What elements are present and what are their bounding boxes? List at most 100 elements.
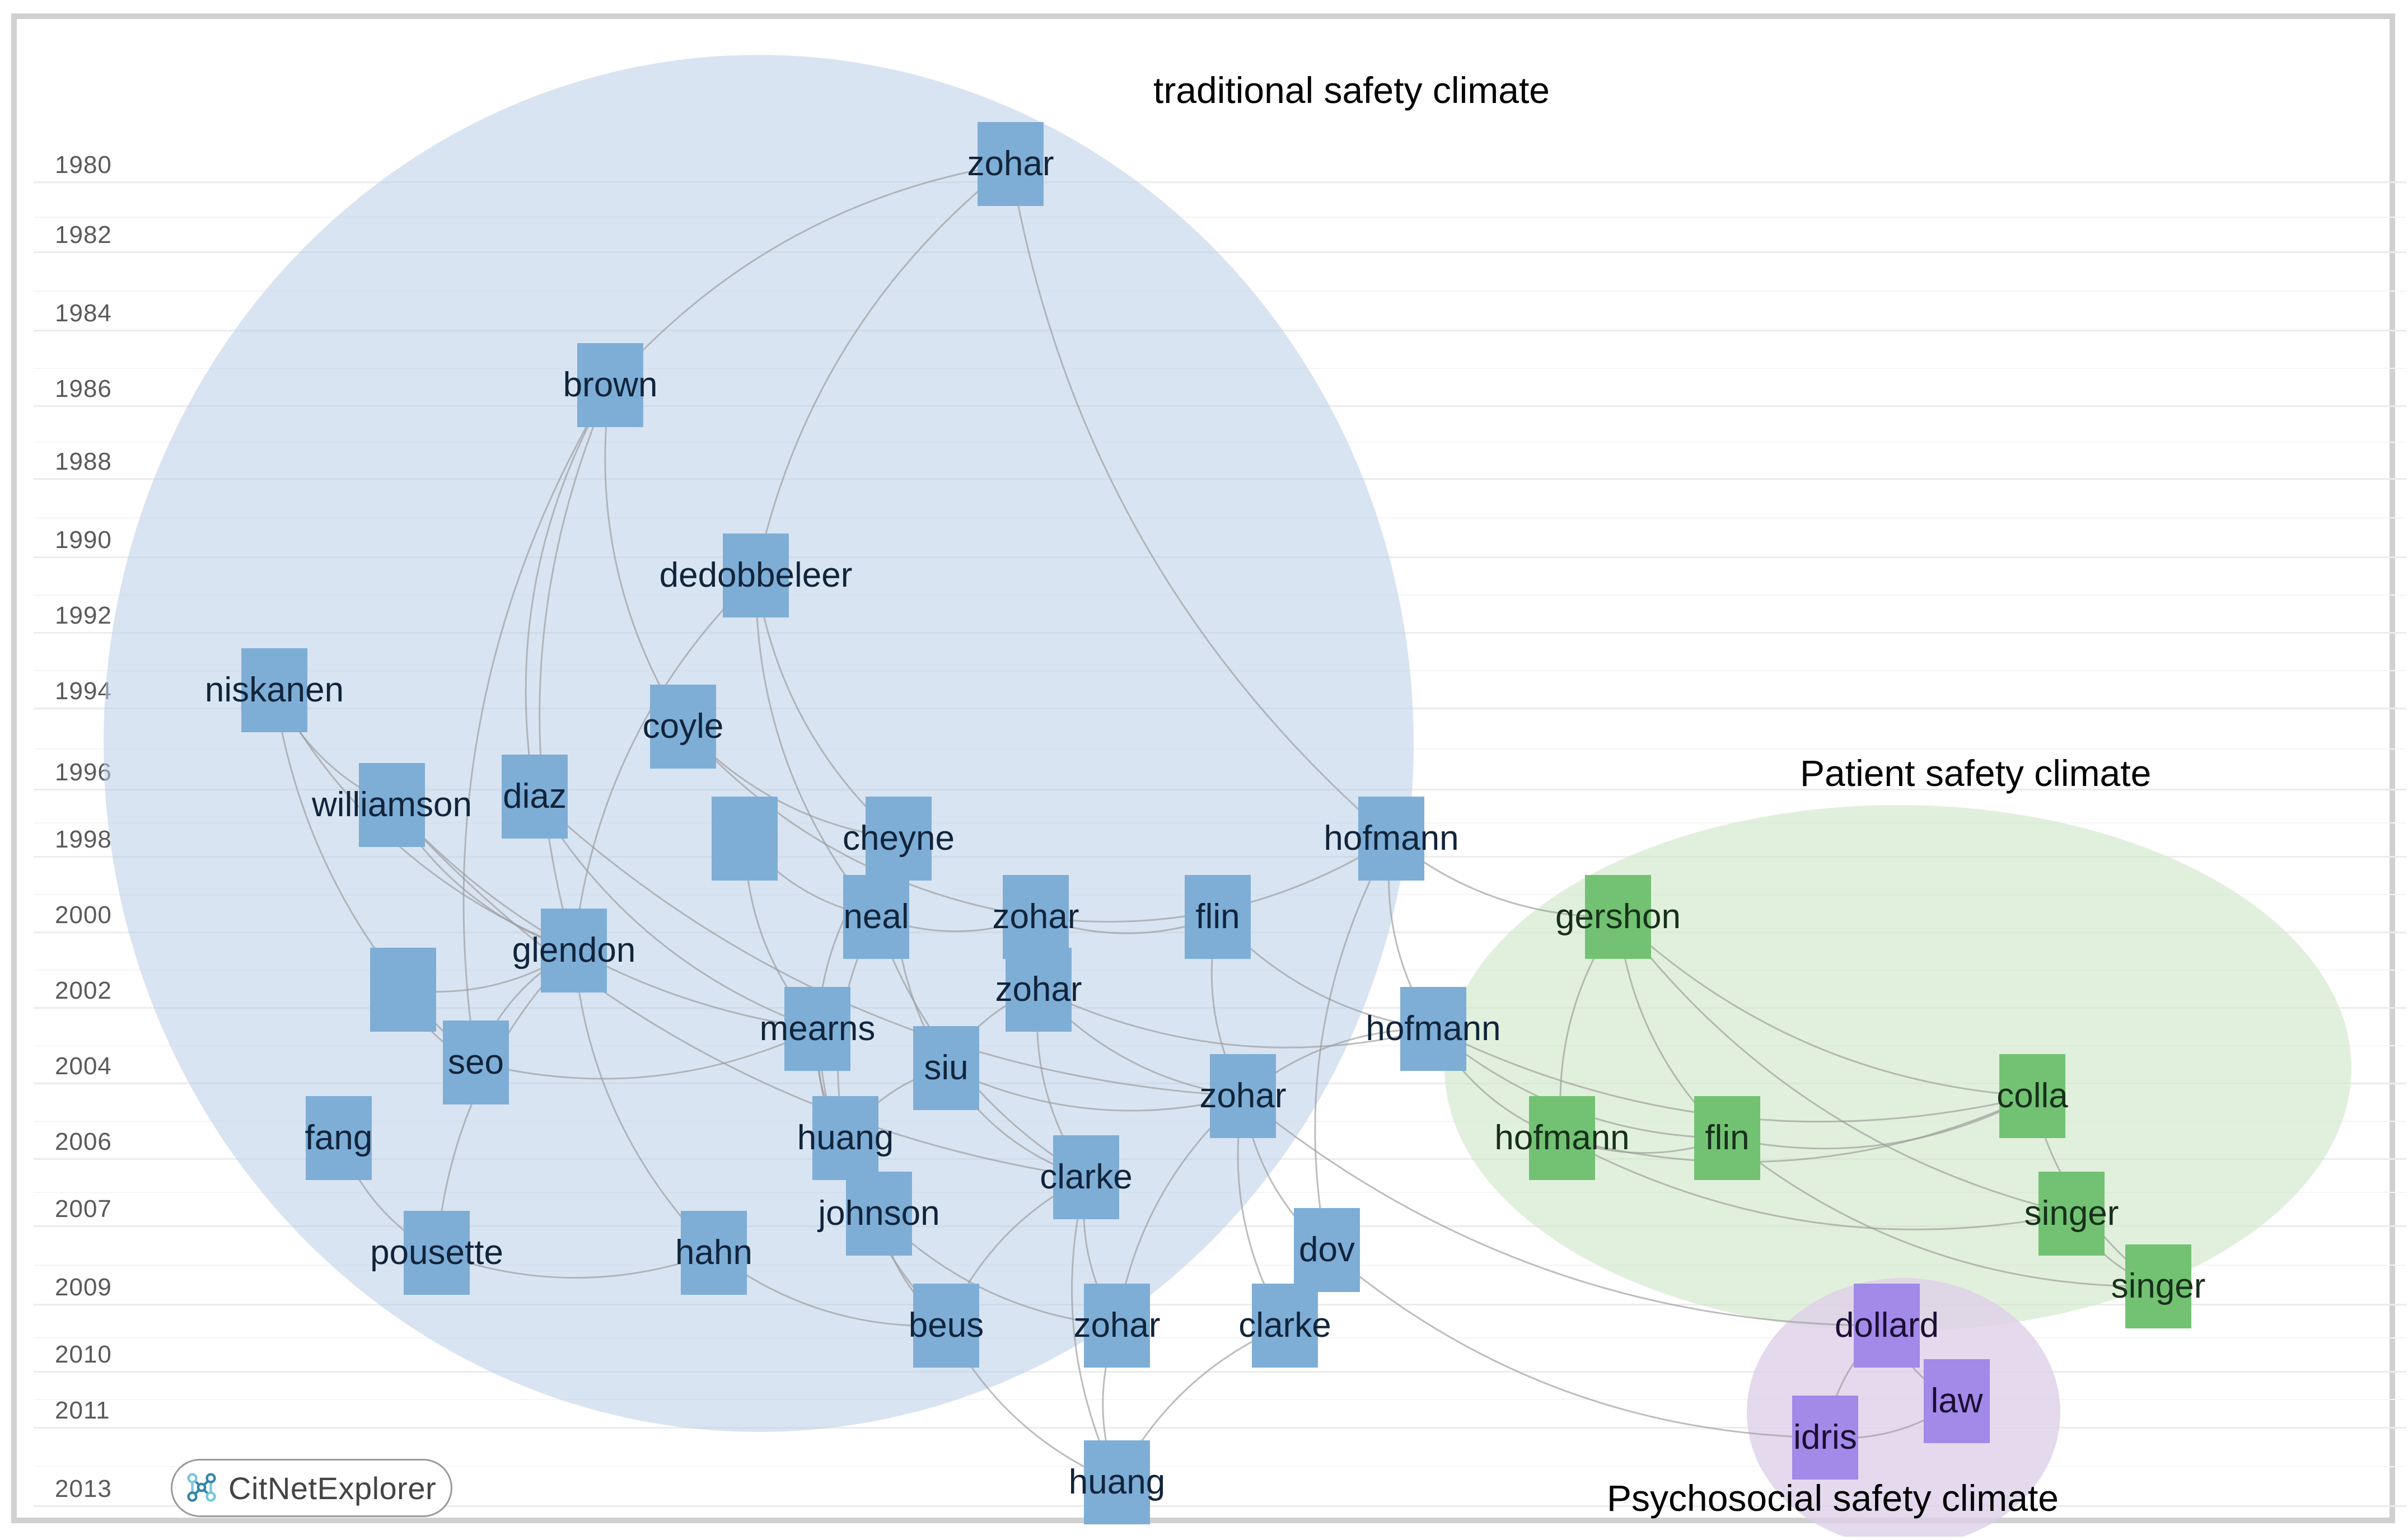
node-label: singer xyxy=(2024,1194,2119,1233)
publication-node[interactable] xyxy=(1084,1440,1150,1524)
publication-node[interactable] xyxy=(866,797,932,881)
node-label: dov xyxy=(1299,1230,1355,1269)
node-label: zohar xyxy=(1199,1076,1287,1115)
year-label-1988: 1988 xyxy=(55,448,112,475)
publication-node[interactable] xyxy=(370,948,436,1032)
year-label-2010: 2010 xyxy=(55,1341,112,1368)
publication-node[interactable] xyxy=(306,1096,372,1180)
node-label: fang xyxy=(305,1118,373,1157)
gridline xyxy=(34,1505,2406,1507)
node-label: law xyxy=(1930,1382,1983,1420)
node-label: hahn xyxy=(675,1233,752,1272)
publication-node[interactable] xyxy=(1999,1054,2065,1138)
network-nodes-icon xyxy=(185,1471,219,1505)
year-label-2011: 2011 xyxy=(55,1397,110,1424)
year-label-2006: 2006 xyxy=(55,1128,112,1155)
node-label: beus xyxy=(908,1306,984,1345)
publication-node[interactable] xyxy=(502,755,568,839)
publication-node[interactable] xyxy=(1358,797,1424,881)
publication-node[interactable] xyxy=(723,533,789,617)
publication-node[interactable] xyxy=(913,1026,979,1110)
citnetexplorer-badge[interactable]: CitNetExplorer xyxy=(171,1459,453,1517)
node-label: williamson xyxy=(312,785,472,824)
publication-node[interactable] xyxy=(359,763,425,847)
node-label: colla xyxy=(1996,1076,2068,1115)
year-label-2009: 2009 xyxy=(55,1274,112,1301)
publication-node[interactable] xyxy=(846,1172,912,1256)
publication-node[interactable] xyxy=(1924,1359,1990,1443)
year-label-2000: 2000 xyxy=(55,901,112,929)
node-label: dedobbeleer xyxy=(659,556,853,595)
year-label-1994: 1994 xyxy=(55,677,112,705)
publication-node[interactable] xyxy=(1792,1396,1858,1480)
citnetexplorer-label: CitNetExplorer xyxy=(228,1470,437,1506)
year-label-1982: 1982 xyxy=(55,221,112,249)
publication-node[interactable] xyxy=(1694,1096,1760,1180)
publication-node[interactable] xyxy=(913,1284,979,1368)
publication-node[interactable] xyxy=(1585,875,1651,959)
node-label: glendon xyxy=(512,931,636,970)
publication-node[interactable] xyxy=(1294,1208,1360,1292)
publication-node[interactable] xyxy=(541,909,607,993)
publication-node[interactable] xyxy=(1185,875,1251,959)
publication-node[interactable] xyxy=(1210,1054,1276,1138)
node-label: pousette xyxy=(370,1233,503,1272)
node-label: hofmann xyxy=(1366,1009,1501,1048)
node-label: coyle xyxy=(642,707,724,746)
year-label-1984: 1984 xyxy=(55,299,112,327)
publication-node[interactable] xyxy=(712,797,778,881)
publication-node[interactable] xyxy=(784,987,850,1071)
node-label: flin xyxy=(1195,897,1240,936)
cluster-blob-traditional xyxy=(104,55,1414,1432)
cluster-title-psychosocial: Psychosocial safety climate xyxy=(1607,1477,2059,1519)
node-label: hofmann xyxy=(1494,1118,1630,1157)
publication-node[interactable] xyxy=(1084,1284,1150,1368)
publication-node[interactable] xyxy=(1854,1284,1920,1368)
node-label: diaz xyxy=(503,777,567,816)
cluster-blob-patient xyxy=(1444,805,2351,1331)
publication-node[interactable] xyxy=(241,648,307,732)
node-label: huang xyxy=(797,1118,894,1157)
year-label-1998: 1998 xyxy=(55,826,112,853)
publication-node[interactable] xyxy=(2038,1172,2105,1256)
node-label: niskanen xyxy=(204,671,344,709)
publication-node[interactable] xyxy=(843,875,909,959)
node-label: idris xyxy=(1793,1418,1857,1457)
node-label: zohar xyxy=(995,970,1082,1009)
publication-node[interactable] xyxy=(978,122,1044,206)
publication-node[interactable] xyxy=(577,343,643,427)
node-label: johnson xyxy=(818,1194,940,1233)
publication-node[interactable] xyxy=(1006,948,1072,1032)
publication-node[interactable] xyxy=(1400,987,1466,1071)
node-label: mearns xyxy=(759,1009,876,1048)
year-label-1986: 1986 xyxy=(55,375,112,402)
publication-node[interactable] xyxy=(1252,1284,1318,1368)
node-label: dollard xyxy=(1834,1306,1939,1345)
publication-node[interactable] xyxy=(404,1211,470,1295)
publication-node[interactable] xyxy=(1529,1096,1595,1180)
year-label-2002: 2002 xyxy=(55,977,112,1004)
node-label: siu xyxy=(924,1048,969,1087)
publication-node[interactable] xyxy=(1053,1135,1119,1219)
publication-node[interactable] xyxy=(650,685,716,769)
publication-node[interactable] xyxy=(1003,875,1069,959)
node-label: hofmann xyxy=(1324,819,1459,858)
publication-node[interactable] xyxy=(681,1211,747,1295)
year-label-2007: 2007 xyxy=(55,1195,112,1223)
node-label: brown xyxy=(563,366,658,404)
year-label-1980: 1980 xyxy=(55,151,112,179)
publication-node[interactable] xyxy=(2125,1244,2191,1328)
node-label: seo xyxy=(448,1043,504,1082)
publication-node[interactable] xyxy=(812,1096,878,1180)
node-label: gershon xyxy=(1555,897,1681,936)
node-label: cheyne xyxy=(843,819,955,858)
node-label: huang xyxy=(1068,1463,1166,1501)
node-label: singer xyxy=(2111,1267,2206,1305)
node-label: neal xyxy=(843,897,909,936)
cluster-title-traditional: traditional safety climate xyxy=(1153,69,1550,111)
year-label-1992: 1992 xyxy=(55,602,112,629)
publication-node[interactable] xyxy=(443,1021,509,1104)
